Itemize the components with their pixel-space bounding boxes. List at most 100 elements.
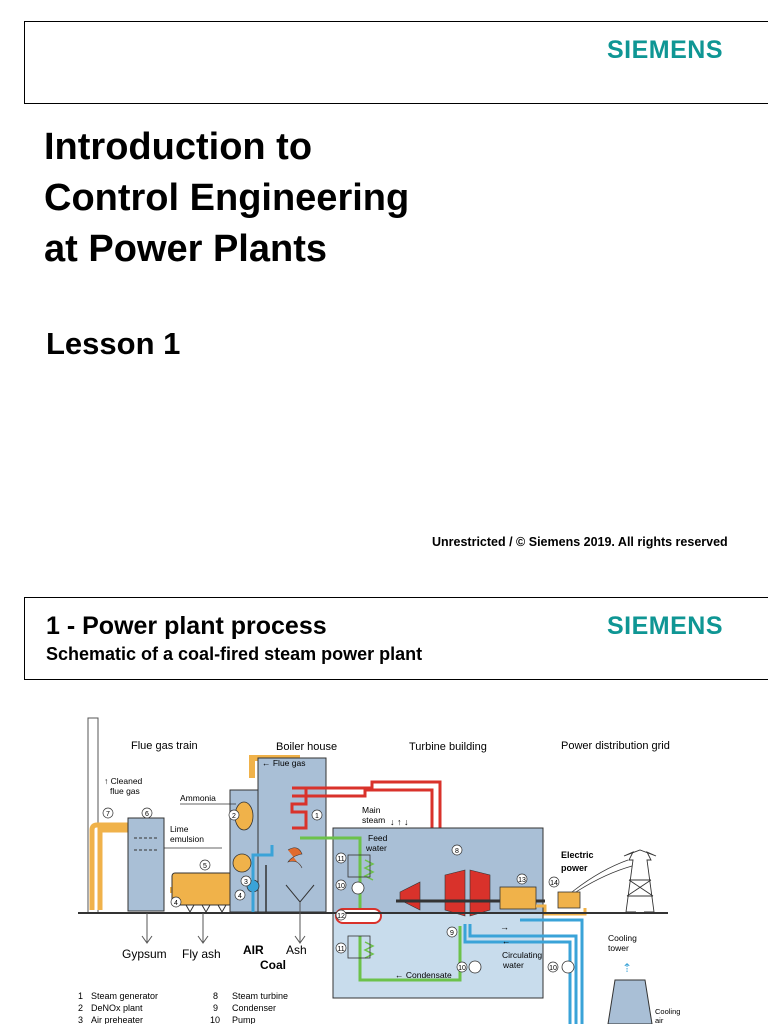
marker-1: 1 <box>315 813 319 820</box>
fgd-spray <box>134 837 158 851</box>
marker-4: 4 <box>238 893 242 900</box>
condenser-area <box>332 912 544 999</box>
legend-text-1: Steam generator <box>91 991 158 1001</box>
generator <box>499 886 537 910</box>
gypsum-arrow <box>141 913 153 944</box>
label-lime-2: emulsion <box>170 834 204 844</box>
section-flue-gas-train: Flue gas train <box>131 740 198 752</box>
marker-5: 5 <box>203 863 207 870</box>
ash-arrow <box>294 902 306 944</box>
main-steam-pipe-2 <box>292 788 434 880</box>
copyright-notice: Unrestricted / © Siemens 2019. All right… <box>432 535 728 549</box>
marker-10b: 10 <box>337 883 345 890</box>
slide-subtitle: Schematic of a coal-fired steam power pl… <box>46 644 423 664</box>
marker-12: 12 <box>337 913 345 920</box>
label-condensate: ← Condensate <box>395 970 452 980</box>
label-lime-1: Lime <box>170 824 189 834</box>
title-line-3: at Power Plants <box>44 228 327 270</box>
label-electric-power-1: Electric <box>561 850 594 860</box>
legend-text-10: Pump <box>232 1015 256 1024</box>
process-slide-header-frame <box>24 597 768 680</box>
title-slide-header-frame <box>24 21 768 104</box>
esp-hoppers <box>185 904 227 914</box>
generator-arrow: → <box>500 922 509 932</box>
air-supply-line <box>251 845 274 913</box>
fly-ash-arrow <box>197 913 209 944</box>
circulating-water-return <box>463 924 572 1024</box>
cooling-tower <box>607 979 653 1024</box>
presentation-title: Introduction to Control Engineering at P… <box>44 122 409 275</box>
marker-4b: 4 <box>174 900 178 907</box>
label-feed-water-1: Feed <box>368 833 388 843</box>
label-main-steam-1: Main <box>362 805 381 815</box>
label-ash: Ash <box>286 943 307 957</box>
marker-7: 7 <box>106 811 110 818</box>
air-preheater <box>232 853 252 873</box>
condensate-pump <box>468 960 482 974</box>
circulating-water-line <box>468 924 578 1024</box>
lesson-label: Lesson 1 <box>46 326 181 361</box>
legend-num-10: 10 <box>210 1015 220 1024</box>
transformer <box>557 891 581 909</box>
label-cooling-air-1: Cooling <box>655 1007 680 1016</box>
label-circulating-3: water <box>502 960 524 970</box>
steam-arrows: ↓ ↑ ↓ <box>390 817 409 827</box>
feed-pump <box>351 881 365 895</box>
marker-8: 8 <box>455 848 459 855</box>
legend-num-1: 1 <box>78 991 83 1001</box>
label-electric-power-2: power <box>561 863 588 873</box>
siemens-logo: SIEMENS <box>607 36 724 64</box>
flue-gas-duct <box>89 822 128 910</box>
marker-6: 6 <box>145 811 149 818</box>
label-fly-ash: Fly ash <box>182 947 221 961</box>
power-lines <box>571 859 633 893</box>
label-circulating-2: Circulating <box>502 950 542 960</box>
power-plant-schematic: Flue gas train Boiler house Turbine buil… <box>78 717 680 1024</box>
marker-13: 13 <box>518 877 526 884</box>
legend-text-3: Air preheater <box>91 1015 143 1024</box>
feedwater-heater-2 <box>347 935 371 959</box>
legend-text-9: Condenser <box>232 1003 276 1013</box>
slide-title: 1 - Power plant process <box>46 612 327 640</box>
legend-text-8: Steam turbine <box>232 991 288 1001</box>
legend-num-8: 8 <box>213 991 218 1001</box>
legend-num-2: 2 <box>78 1003 83 1013</box>
marker-14: 14 <box>550 880 558 887</box>
label-ammonia: Ammonia <box>180 793 216 803</box>
label-cooling-tower-1: Cooling <box>608 933 637 943</box>
circulating-pump <box>561 960 575 974</box>
siemens-logo-2: SIEMENS <box>607 612 724 640</box>
label-main-steam-2: steam <box>362 815 385 825</box>
marker-3: 3 <box>244 879 248 886</box>
title-line-1: Introduction to <box>44 126 313 168</box>
label-coal: Coal <box>260 958 286 972</box>
marker-2: 2 <box>232 813 236 820</box>
section-power-grid: Power distribution grid <box>561 740 670 752</box>
section-turbine-building: Turbine building <box>409 741 487 753</box>
cooling-water-outer <box>520 918 584 1024</box>
marker-10: 10 <box>549 965 557 972</box>
superheater-coils <box>290 786 308 830</box>
label-cooling-air-2: air <box>655 1016 664 1024</box>
label-cooling-tower-2: tower <box>608 943 629 953</box>
steam-turbine-hp <box>399 881 421 911</box>
label-cleaned-flue-gas-2: flue gas <box>110 786 140 796</box>
title-line-2: Control Engineering <box>44 177 410 219</box>
section-boiler-house: Boiler house <box>276 741 337 753</box>
marker-10c: 10 <box>458 965 466 972</box>
label-cleaned-flue-gas-1: ↑ Cleaned <box>104 776 143 786</box>
main-steam-pipe <box>292 780 442 880</box>
transmission-pylon <box>623 849 657 913</box>
label-circulating-1: ← <box>502 936 511 946</box>
label-feed-water-2: water <box>365 843 387 853</box>
cooling-tower-vapor: ⇡ <box>622 961 632 975</box>
burner-flames <box>287 847 303 869</box>
marker-9: 9 <box>450 930 454 937</box>
label-gypsum: Gypsum <box>122 947 167 961</box>
steam-turbine-lp <box>444 869 466 917</box>
fgd-absorber <box>127 817 165 912</box>
legend-num-9: 9 <box>213 1003 218 1013</box>
number-markers: 1 2 3 4 5 6 7 8 9 10 11 12 13 14 10 11 1… <box>102 807 560 973</box>
steam-turbine-lp-2 <box>469 869 491 917</box>
label-air: AIR <box>243 943 264 957</box>
